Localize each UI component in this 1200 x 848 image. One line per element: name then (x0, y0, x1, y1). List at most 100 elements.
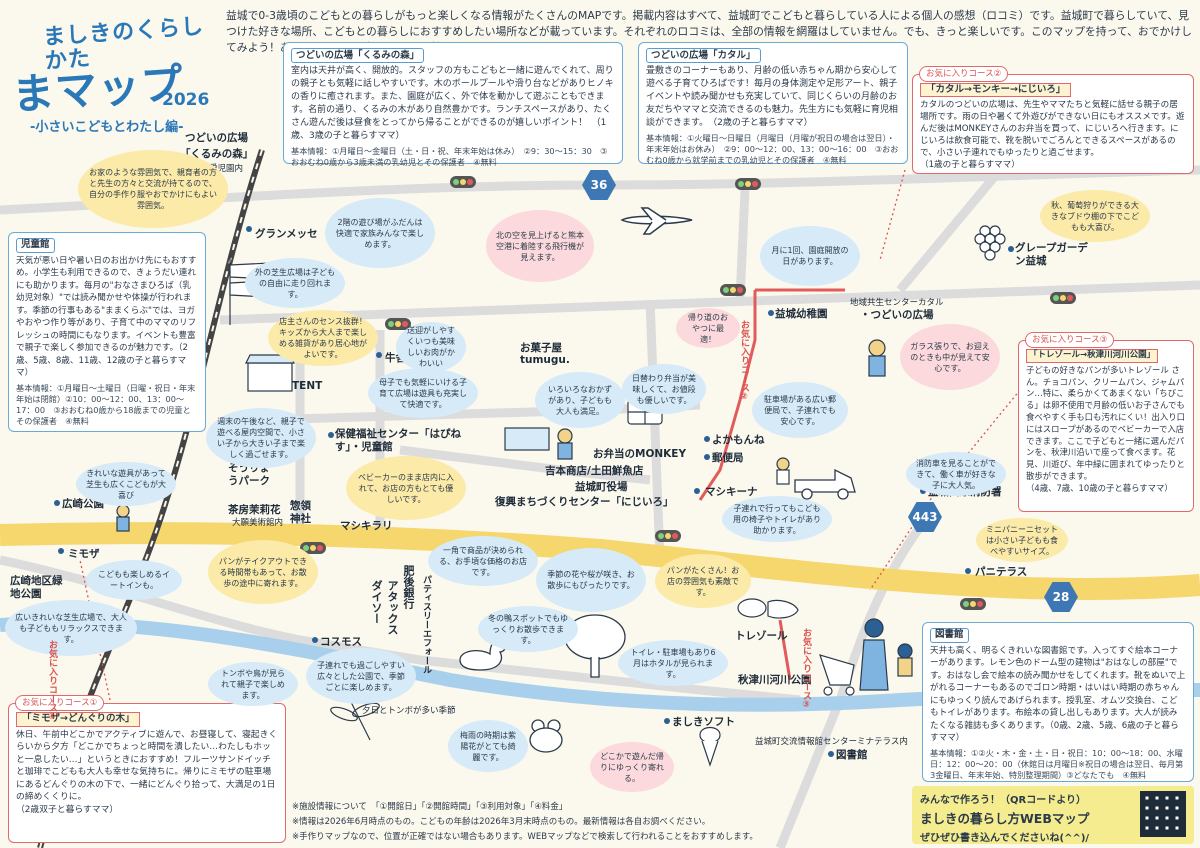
place-patisserie: パティスリーエフォール (421, 575, 431, 674)
location-dot (312, 637, 318, 643)
leader-fav2 (879, 169, 906, 261)
favorite-course-1-title: 「ミモザ→どんぐりの木」 (16, 712, 141, 727)
place-souryou-jinja: 惣領神社 (290, 500, 311, 525)
info-box-jidoukan-info: 基本情報：①月曜日〜土曜日（日曜・祝日・年末年始は閉館）②10：00〜12：00… (16, 382, 196, 426)
comment-bubble: トンボや鳥が見られて親子で楽しめます。 (208, 662, 298, 706)
place-yubin: 郵便局 (712, 452, 744, 464)
place-tent: TENT (292, 380, 323, 392)
web-map-line-3: ぜひぜひ書き込んでくださいね(^^)/ (920, 833, 1090, 844)
place-granmesse: グランメッセ (255, 228, 318, 240)
info-box-kurumi: つどいの広場「くるみの森」 室内は天井が高く、開放的。スタッフの方もこどもと一緒… (283, 42, 623, 167)
favorite-course-2: お気に入りコース② 「カタル→モンキー→にじいろ」 カタルのつどいの広場は、先生… (912, 66, 1194, 174)
course-3-label: お気に入りコース③ (801, 628, 811, 710)
place-attax: アタックス (386, 580, 399, 635)
location-dot (704, 436, 710, 442)
comment-bubble: きれいな遊具があって芝生も広くこどもが大喜び (76, 462, 176, 506)
favorite-course-3-who: （4歳、7歳、10歳の子と暮らすママ） (1026, 482, 1173, 493)
road-inner (399, 445, 651, 485)
qr-code-icon[interactable] (1140, 791, 1186, 837)
info-box-kataru-head: つどいの広場「カタル」 (646, 48, 761, 63)
bread-icon (737, 598, 799, 619)
comment-bubble: 冬の鴨スポットでもゆっくりお散歩できます。 (478, 606, 578, 652)
comment-bubble: 駐車場がある広い郵便局で、子連れでも安心です。 (752, 382, 848, 438)
road-v4 (735, 189, 750, 301)
comment-bubble: 週末の午後など、親子で遊べる屋内空間で、小さい子から大きい子まで楽しく過ごせます… (206, 408, 316, 468)
place-mashiki-soft: ましきソフト (672, 716, 735, 728)
place-higo: 肥後銀行 (402, 565, 415, 609)
title-year: 2026 (162, 90, 210, 110)
footer-line-2: ※情報は2026年6月時点のもの。こどもの年齢は2026年3月末時点のもの。最新… (292, 817, 711, 827)
place-kataru-center: 地域共生センターカタル (850, 298, 944, 308)
favorite-course-1: お気に入りコース① 「ミモザ→どんぐりの木」 休日、午前中どこかでアクティブに遊… (8, 695, 286, 843)
footer-notes: ※施設情報について 「①開館日」「②開館時間」「③利用対象」「④料金」 ※情報は… (292, 800, 912, 845)
info-box-kurumi-body: 室内は天井が高く、開放的。スタッフの方もこどもと一緒に遊んでくれて、周りの親子と… (291, 66, 614, 141)
info-box-library-body: 天井も高く、明るくきれいな図書館です。入ってすぐ絵本コーナーがあります。レモン色… (930, 645, 1186, 744)
info-box-kataru-body: 畳敷きのコーナーもあり、月齢の低い赤ちゃん期から安心して遊べる子育てひろばです！… (646, 66, 898, 128)
favorite-course-3-tag: お気に入りコース③ (1025, 332, 1115, 348)
traffic-light-icon (735, 178, 761, 190)
info-box-jidoukan-body: 天気が悪い日や暑い日のお出かけ先にもおすすめ。小学生も利用できるので、きょうだい… (16, 255, 197, 379)
child-icon-5 (897, 643, 913, 677)
comment-bubble: 消防車を見ることができて、働く車が好きな子に大人気。 (906, 452, 1006, 496)
comment-bubble: 子連れで行ってもこども用の椅子やトイレがあり助かります。 (722, 496, 832, 542)
child-icon-2 (557, 428, 573, 460)
railway-ties (39, 149, 263, 848)
comment-bubble: 梅雨の時期は紫陽花がとても綺麗です。 (448, 720, 528, 772)
course-2-route (698, 290, 757, 501)
location-dot (58, 548, 64, 554)
aquarium-icon (504, 427, 550, 451)
grape-icon (974, 225, 1006, 261)
road-443 (775, 517, 929, 848)
location-dot (768, 310, 774, 316)
favorite-course-1-body: 休日、午前中どこかでアクティブに遊んで、お昼寝して、寝起きくらいから夕方「どこか… (16, 729, 278, 803)
location-dot (704, 454, 710, 460)
comment-bubble: 季節の花や桜が咲き、お散歩にもぴったりです。 (536, 548, 646, 612)
info-box-library-head: 図書館 (930, 628, 969, 643)
map-title: ましきのくらしかた まマップ 2026 -小さいこどもとわたし編- (11, 14, 227, 135)
place-fukkou: 復興まちづくりセンター「にじいろ」 (495, 496, 674, 508)
comment-bubble: ガラス張りで、お迎えのときも中が見えて安心です。 (900, 324, 1000, 390)
road-mid (219, 280, 1200, 325)
favorite-course-3-body: 子どもの好きなパンが多いトレゾール さん。チョコパン、クリームパン、ジャムパン…… (1026, 364, 1185, 481)
child-icon-3 (776, 457, 790, 485)
web-map-line-2: ましきの暮らし方WEBマップ (920, 811, 1090, 826)
info-box-kataru-info: 基本情報：①火曜日〜日曜日（月曜日（月曜が祝日の場合は翌日）・年末年始はお休み）… (646, 133, 899, 165)
child-icon-1 (868, 339, 886, 377)
place-yakuba: 益城町役場 (575, 481, 628, 493)
location-dot (965, 568, 971, 574)
info-box-kurumi-head: つどいの広場「くるみの森」 (291, 48, 425, 63)
traffic-light-icon (1050, 292, 1076, 304)
stroller-icon (819, 654, 855, 696)
place-panite: パニテラス (975, 566, 1028, 578)
dragonfly-icon (330, 699, 380, 741)
traffic-light-icon (385, 318, 411, 330)
place-mimoza: ミモザ (68, 548, 100, 560)
shop-icon (245, 354, 295, 392)
comment-bubble: 一角で商品が決められる、お手頃な価格のお店です。 (428, 536, 538, 586)
info-box-kurumi-info: 基本情報：①月曜日〜金曜日（土・日・祝、年末年始は休み） ②9：30〜15：30… (291, 146, 608, 167)
traffic-light-icon (960, 598, 986, 610)
comment-bubble: 月に1回、園庭開放の日があります。 (760, 226, 860, 286)
comment-bubble: 帰り道のおやつに最適！ (676, 308, 740, 348)
location-dot (694, 488, 700, 494)
favorite-course-1-tag: お気に入りコース① (15, 695, 105, 711)
road-v3 (645, 299, 665, 561)
location-dot (246, 226, 252, 232)
location-dot (54, 500, 60, 506)
comment-bubble: パンがテイクアウトできる時間帯もあって、お散歩の途中に寄れます。 (208, 540, 318, 604)
place-koryu: 益城町交流情報館センターミナテラス内 (755, 737, 908, 747)
traffic-light-icon (300, 542, 326, 554)
place-tumugu: tumugu. (520, 354, 570, 366)
comment-bubble: 日替わり弁当が美味しくて、お値段も優しいです。 (622, 364, 706, 414)
traffic-light-icon (450, 176, 476, 188)
frog-icon (529, 719, 563, 753)
web-map-line-1: みんなで作ろう！（QRコードより） (920, 795, 1087, 806)
place-yoshimoto: 吉本商店/土田鮮魚店 (545, 465, 644, 477)
favorite-course-1-who: （2歳双子と暮らすママ） (16, 804, 119, 815)
web-map-banner[interactable]: みんなで作ろう！（QRコードより） ましきの暮らし方WEBマップ ぜひぜひ書き込… (912, 786, 1194, 844)
location-dot (328, 432, 334, 438)
tree-icon (564, 614, 626, 678)
footer-line-1: ※施設情報について 「①開館日」「②開館時間」「③利用対象」「④料金」 (292, 802, 568, 812)
title-subtitle: -小さいこどもとわたし編- (30, 120, 184, 135)
